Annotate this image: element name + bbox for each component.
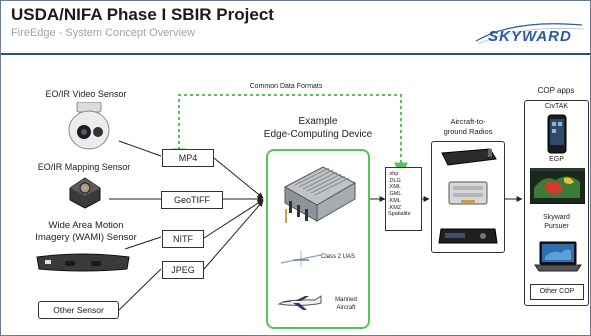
other-sensor-box: Other Sensor [38, 301, 119, 319]
sensor-label-eo-ir-video: EO/IR Video Sensor [45, 89, 127, 99]
output-formats-box: .shp .DLG .XML .GML .KML .KMZ Spatialite [385, 167, 422, 231]
cop-skyward-label-line1: Skyward [543, 214, 570, 221]
egp-map-icon [530, 168, 585, 204]
sensor-label-wami-line2: Imagery (WAMI) Sensor [35, 232, 137, 243]
radio-unit-2-icon [448, 181, 488, 205]
output-format-item: Spatialite [388, 211, 411, 218]
radio-unit-3-icon [438, 228, 498, 244]
output-format-item: .XML [388, 184, 401, 191]
sensor-label-eo-ir-mapping: EO/IR Mapping Sensor [37, 162, 131, 172]
edge-computing-device-icon [283, 166, 357, 223]
radios-title-line1: Aircraft-to- [450, 117, 486, 126]
device-title-line2: Edge-Computing Device [263, 129, 373, 140]
output-format-item: .DLG [388, 177, 401, 184]
civtak-phone-icon [547, 114, 567, 154]
wami-sensor-icon [36, 253, 130, 272]
eo-ir-mapping-sensor-icon [69, 177, 101, 209]
class-2-uas-label: Class 2 UAS [321, 254, 356, 260]
radio-unit-1-icon [441, 148, 497, 166]
format-box-nitf: NITF [162, 230, 204, 248]
page-title: USDA/NIFA Phase I SBIR Project [11, 5, 274, 24]
manned-aircraft-label-line2: Aircraft [336, 305, 356, 311]
skyward-pursuer-laptop-icon [534, 241, 582, 272]
cop-other-box: Other COP [530, 284, 584, 300]
class-2-uas-icon [280, 251, 322, 267]
radios-title-line2: ground Radios [443, 127, 493, 136]
output-format-item: .KML [388, 197, 401, 204]
common-data-formats-label: Common Data Formats [249, 83, 323, 90]
svg-text:SKYWARD: SKYWARD [488, 28, 572, 45]
manned-aircraft-icon [277, 295, 322, 310]
sensor-label-wami-line1: Wide Area Motion [48, 220, 124, 231]
page-subtitle: FireEdge - System Concept Overview [11, 27, 196, 39]
manned-aircraft-label-line1: Manned [335, 297, 357, 303]
output-format-item: .KMZ [388, 204, 402, 211]
cop-skyward-label-line2: Pursuer [544, 223, 569, 230]
cop-egp-label: EGP [549, 156, 564, 163]
format-box-jpeg: JPEG [162, 261, 204, 279]
skyward-logo: SKYWARD [475, 23, 585, 45]
output-format-item: .shp [388, 171, 399, 177]
common-formats-loop [178, 94, 402, 171]
header-divider [1, 53, 590, 55]
eo-ir-video-sensor-icon [68, 102, 110, 150]
cop-civtak-label: CivTAK [544, 103, 569, 110]
format-box-geotiff: GeoTIFF [161, 191, 223, 209]
output-format-item: .GML [388, 191, 402, 198]
cop-apps-title: COP apps [537, 86, 575, 95]
format-box-mp4: MP4 [162, 149, 214, 167]
device-title-line1: Example [298, 116, 338, 127]
